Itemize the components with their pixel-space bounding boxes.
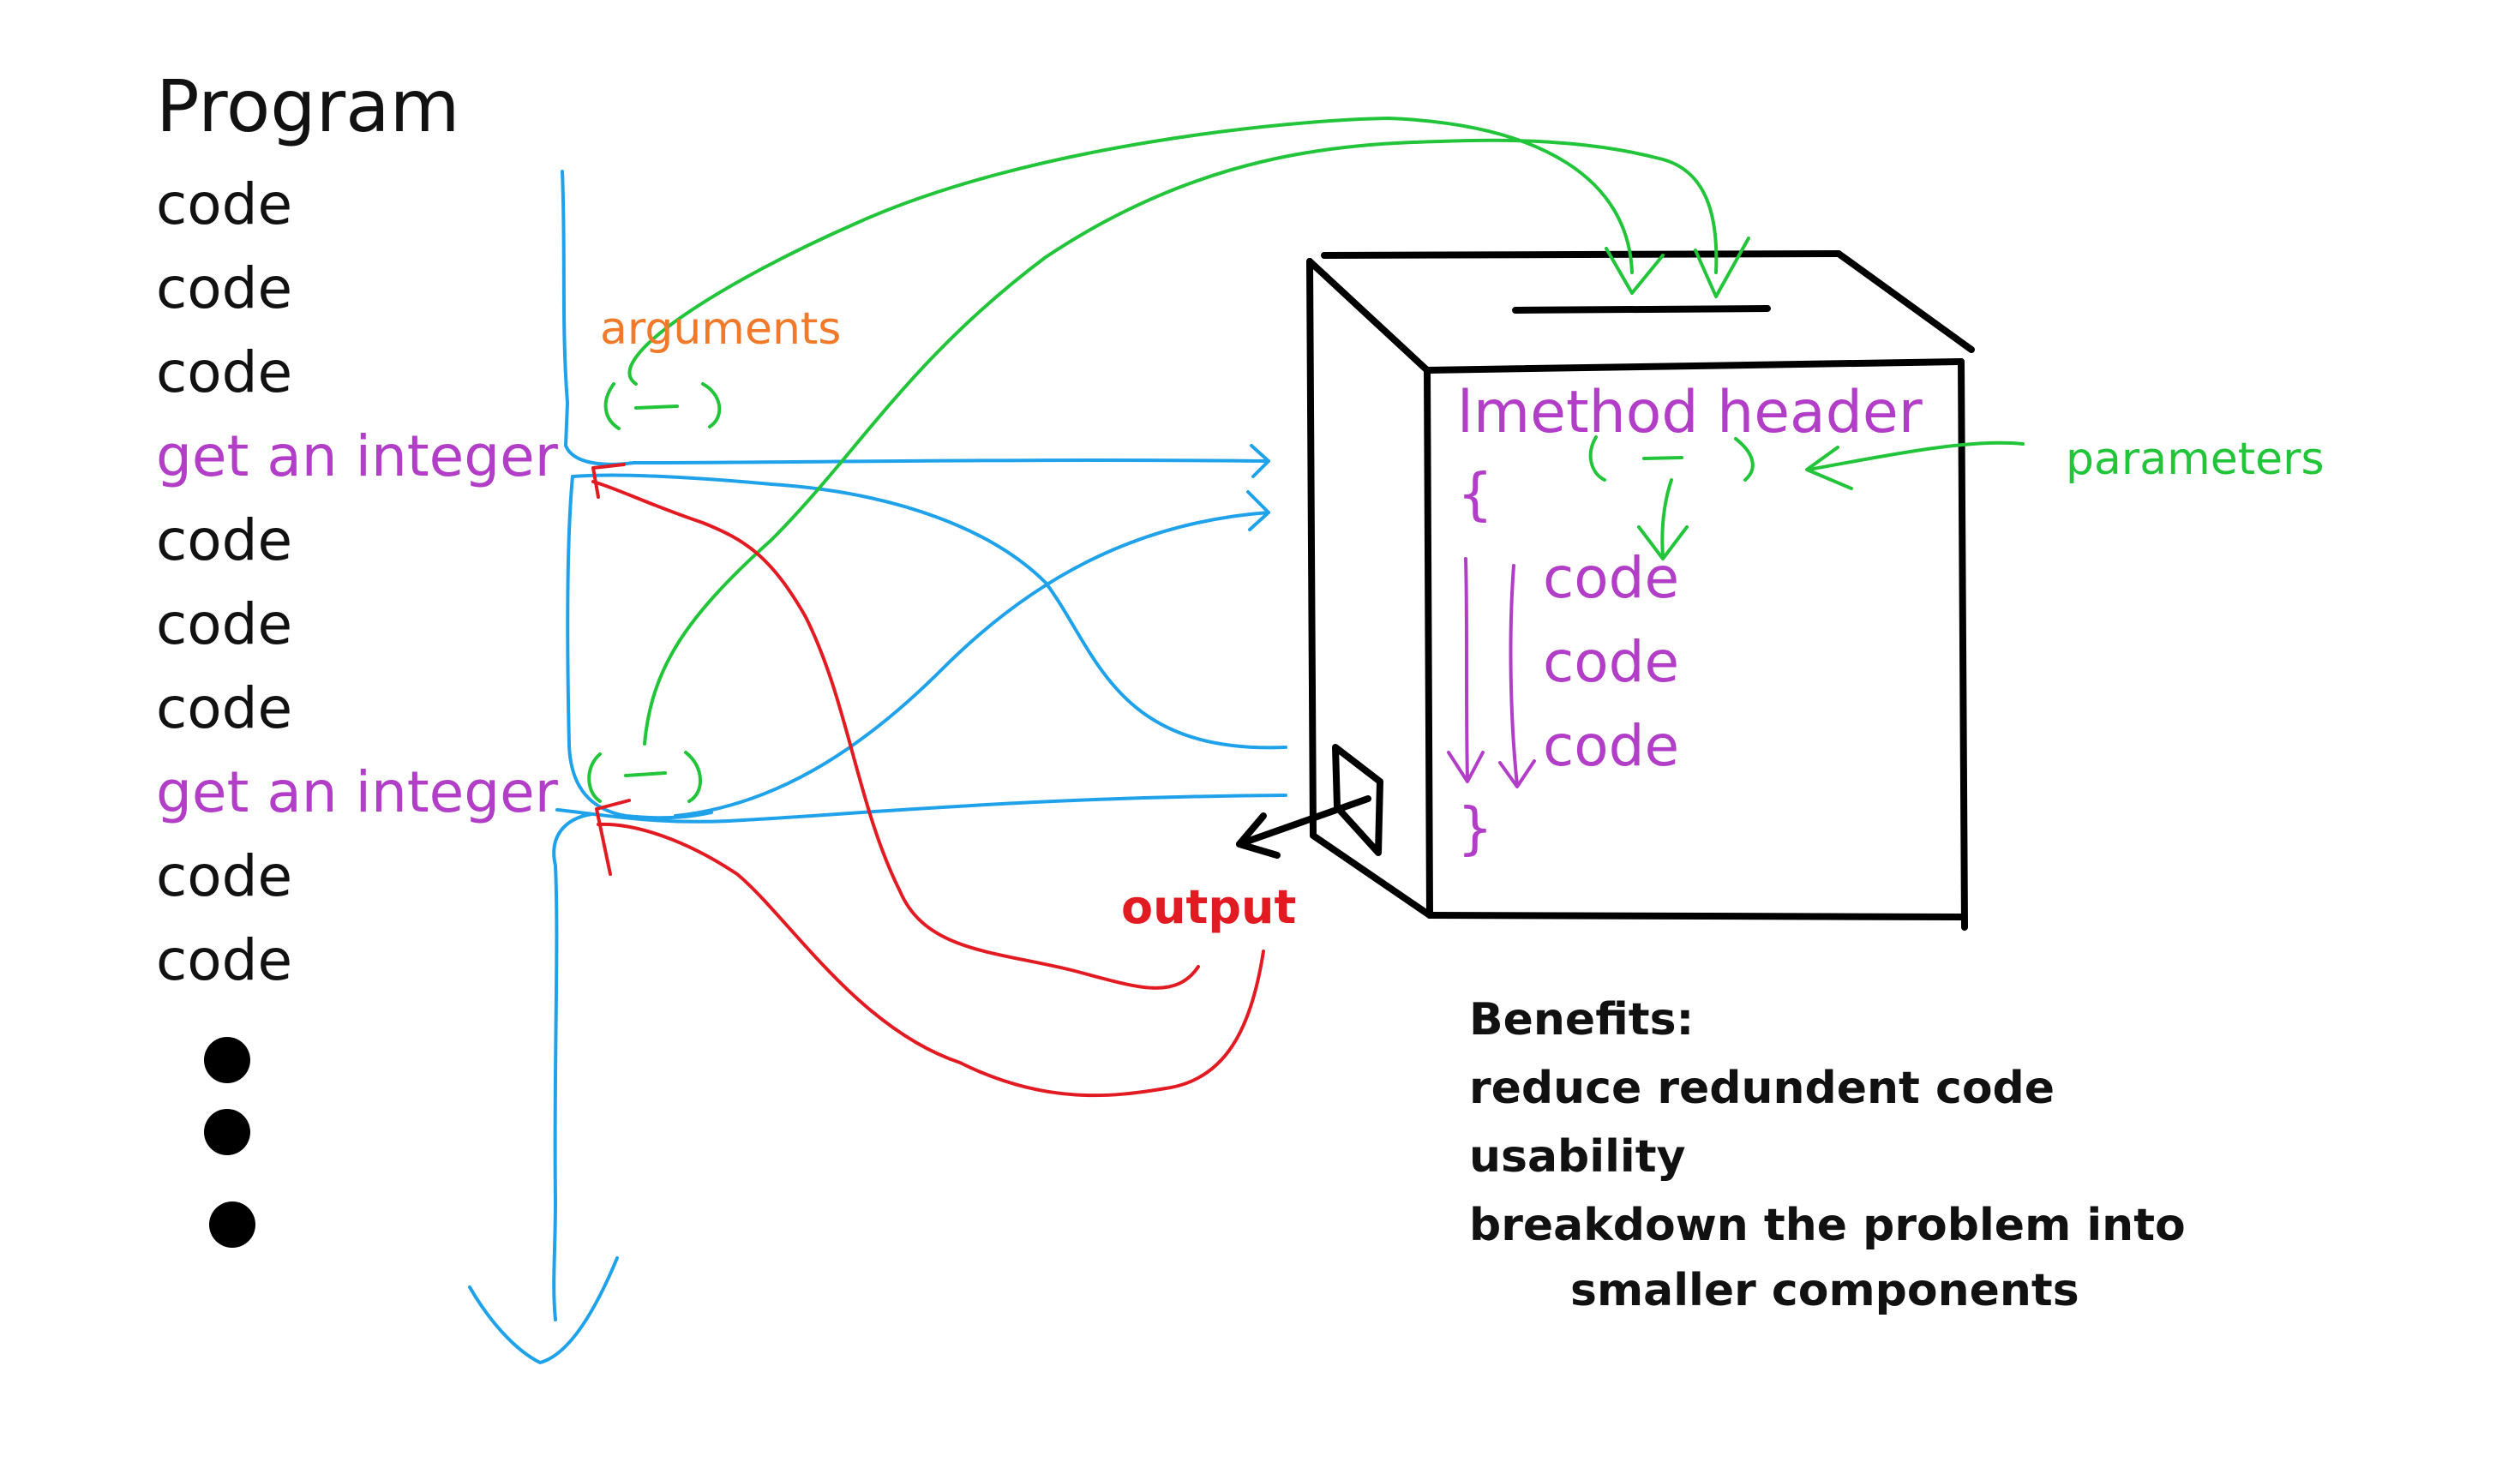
program-line: code bbox=[156, 675, 293, 741]
benefit-item: breakdown the problem into bbox=[1469, 1200, 2186, 1251]
program-line: code bbox=[156, 591, 293, 657]
benefit-item: smaller components bbox=[1570, 1265, 2079, 1316]
program-line-method-call: get an integer bbox=[156, 759, 558, 825]
program-line: code bbox=[156, 339, 293, 405]
program-line: code bbox=[156, 255, 293, 321]
dot bbox=[204, 1109, 250, 1155]
open-brace: { bbox=[1457, 461, 1493, 527]
method-body-line: code bbox=[1543, 545, 1680, 611]
method-header: lmethod header bbox=[1457, 379, 1923, 446]
arguments-label: arguments bbox=[600, 303, 842, 355]
return-value-arrows bbox=[591, 463, 1265, 1098]
benefit-item: usability bbox=[1469, 1131, 1686, 1183]
dot bbox=[209, 1201, 255, 1248]
method-body-line: code bbox=[1543, 629, 1680, 695]
output-arrow-icon bbox=[1236, 795, 1371, 859]
output-label: output bbox=[1121, 880, 1297, 934]
program-line: code bbox=[156, 171, 293, 237]
benefits-title: Benefits: bbox=[1469, 994, 1695, 1046]
output-slot bbox=[1332, 744, 1383, 856]
method-box-outline bbox=[1306, 250, 1975, 931]
program-title: Program bbox=[156, 64, 460, 148]
dot bbox=[204, 1037, 250, 1083]
program-flow-arrows bbox=[468, 170, 1287, 1364]
program-line: code bbox=[156, 843, 293, 909]
parameters-label: parameters bbox=[2066, 434, 2325, 485]
program-line: code bbox=[156, 927, 293, 993]
method-body-line: code bbox=[1543, 713, 1680, 779]
coin-slot bbox=[1512, 305, 1771, 314]
benefit-item: reduce redundent code bbox=[1469, 1063, 2055, 1114]
program-line: code bbox=[156, 507, 293, 573]
argument-parameter-arrows bbox=[587, 117, 2025, 803]
program-line-method-call: get an integer bbox=[156, 423, 558, 489]
close-brace: } bbox=[1457, 795, 1493, 861]
method-body-flow bbox=[1447, 557, 1536, 788]
